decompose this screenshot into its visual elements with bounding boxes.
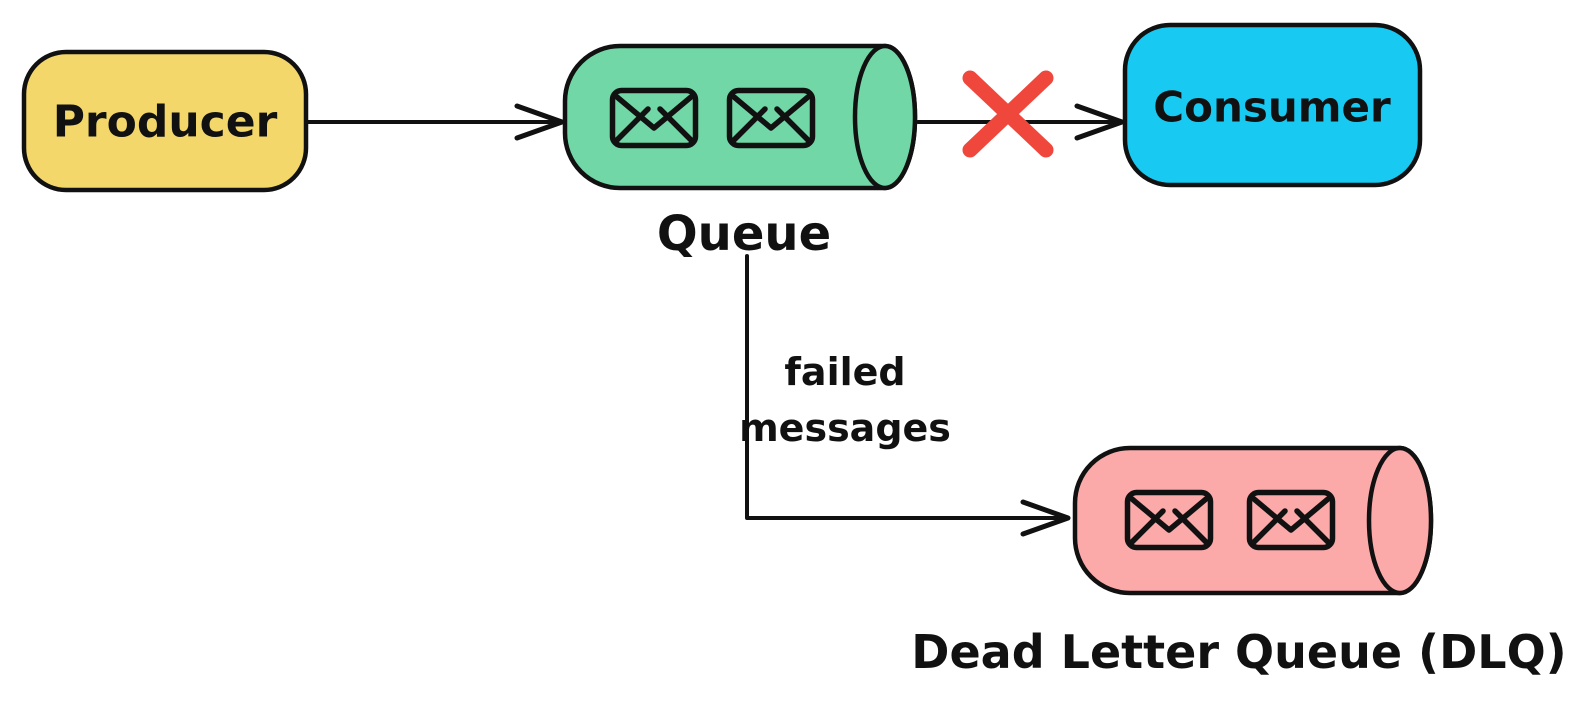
producer-node: Producer	[21, 49, 309, 193]
queue-label: Queue	[657, 206, 831, 262]
arrowhead-icon	[1020, 499, 1071, 537]
consumer-label: Consumer	[1153, 83, 1391, 132]
producer-label: Producer	[53, 97, 278, 148]
arrowhead-icon	[1074, 103, 1125, 141]
failed-messages-line1: failed	[784, 350, 905, 394]
red-x-icon	[962, 70, 1054, 158]
arrowhead-icon	[514, 103, 565, 141]
cylinder-cap	[852, 43, 918, 191]
arrow-producer-to-queue	[302, 103, 565, 141]
dlq-label: Dead Letter Queue (DLQ)	[911, 625, 1566, 679]
dlq-node	[1072, 445, 1434, 596]
failed-messages-line2: messages	[739, 406, 951, 450]
cylinder-cap	[1366, 445, 1434, 596]
queue-node	[562, 43, 918, 191]
failed-messages-label: failed messages	[739, 350, 951, 450]
consumer-node: Consumer	[1122, 22, 1423, 188]
arrow-queue-to-dlq	[745, 254, 1071, 537]
